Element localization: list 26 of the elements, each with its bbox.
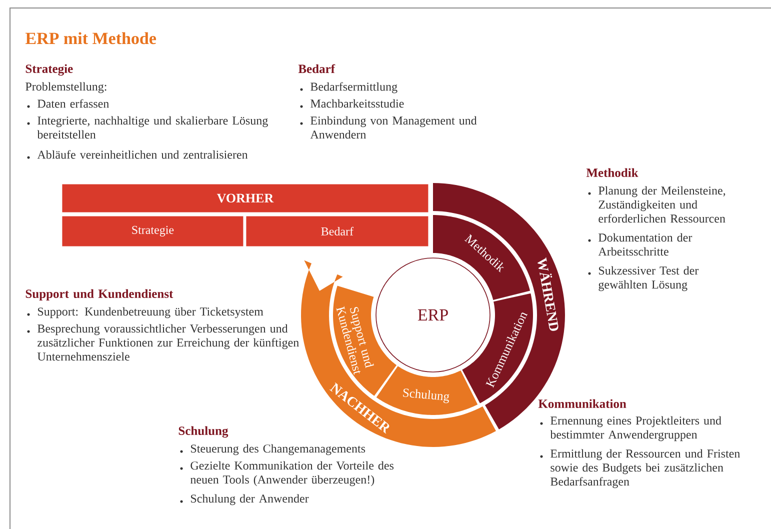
bullet-item: Integrierte, nachhaltige und skalierbare Lösung bereitstellen xyxy=(27,116,268,139)
bullet-item: Support: Kundenbetreuung über Ticketsystem xyxy=(27,307,264,318)
section-heading: Support und Kundendienst xyxy=(26,289,174,301)
bullet-item: Daten erfassen xyxy=(27,99,109,108)
phase-bar: VORHER xyxy=(62,184,428,212)
bullet-item: Einbindung von Management und Anwendern xyxy=(300,116,477,139)
title: ERP mit Methode xyxy=(26,32,156,44)
section-heading: Bedarf xyxy=(298,64,336,74)
bullet-item: Machbarkeitsstudie xyxy=(300,99,404,108)
bullet-item: Ermittlung der Ressourcen und Fristen sowie des Budgets bei zusätzlichen Bedarfsanfragen xyxy=(540,449,740,488)
ring-segment: Schulung xyxy=(376,366,478,415)
phase-bar: Bedarf xyxy=(246,216,428,246)
section-heading: Strategie xyxy=(26,64,73,76)
section-heading: Methodik xyxy=(586,168,638,177)
bullet-item: Planung der Meilensteine, Zuständigkeiten und erforderlichen Ressourcen xyxy=(588,186,726,223)
section-heading: Schulung xyxy=(178,426,228,438)
bullet-item: Schulung der Anwender xyxy=(180,494,309,506)
bullet-item: Steuerung des Changemanagements xyxy=(180,444,366,456)
body-text: Problemstellung: xyxy=(26,82,106,94)
bullet-item: Abläufe vereinheitlichen und zentralisieren xyxy=(27,150,248,159)
bullet-item: Dokumentation der Arbeitsschritte xyxy=(588,233,692,256)
bullet-item: Sukzessiver Test der gewählten Lösung xyxy=(588,266,699,292)
bullet-item: Bedarfsermittlung xyxy=(300,82,398,94)
bullet-item: Gezielte Kommunikation der Vorteile des neuen Tools (Anwender überzeugen!) xyxy=(180,461,394,486)
phase-bar: Strategie xyxy=(62,216,244,246)
bullet-item: Besprechung voraussichtlicher Verbesserungen und zusätzlicher Funktionen zur Erreichung der künftigen Unternehmensziele xyxy=(27,324,299,361)
